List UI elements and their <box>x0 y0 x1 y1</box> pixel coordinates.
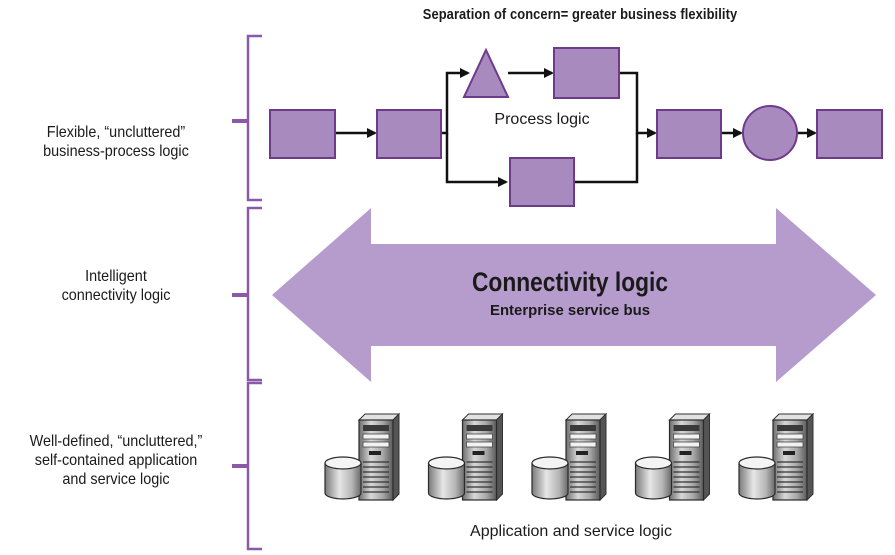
database-cylinder-icon <box>324 456 362 500</box>
process-layer-bracket <box>246 34 262 202</box>
connectivity-layer-label-line-2: connectivity logic <box>61 287 171 304</box>
server-tower-icon <box>771 412 815 502</box>
arrow-icon <box>441 68 470 135</box>
process-shapes <box>269 47 883 207</box>
bracket-ticks <box>232 119 248 468</box>
database-cylinder-icon <box>531 456 569 500</box>
connector-line <box>574 133 639 184</box>
connectivity-layer-label-line-1: Intelligent <box>85 268 147 285</box>
process-layer-label-line-2: business-process logic <box>43 143 189 160</box>
server-node <box>427 412 504 502</box>
process-box-icon <box>509 157 575 207</box>
arrow-icon <box>445 133 508 187</box>
process-box-icon <box>269 109 336 159</box>
process-box-icon <box>656 109 722 159</box>
server-tower-icon <box>668 412 711 502</box>
enterprise-service-bus-label: Enterprise service bus <box>490 302 650 319</box>
process-layer-label: Flexible, “uncluttered” business-process… <box>12 123 221 161</box>
application-servers <box>324 412 815 502</box>
process-box-icon <box>553 47 620 99</box>
server-tower-icon <box>564 412 608 502</box>
triangle-icon <box>462 47 510 98</box>
database-cylinder-icon <box>634 456 673 500</box>
server-node <box>738 412 815 502</box>
server-node <box>324 412 401 502</box>
database-cylinder-icon <box>427 456 466 500</box>
circle-icon <box>742 105 798 161</box>
connectivity-layer-label: Intelligent connectivity logic <box>12 267 221 305</box>
application-layer-label-line-2: self-contained application <box>34 452 198 469</box>
application-layer-bracket <box>246 381 262 551</box>
application-layer-label-line-3: and service logic <box>62 471 170 488</box>
application-layer-label: Well-defined, “uncluttered,” self-contai… <box>12 432 221 489</box>
server-node <box>634 412 711 502</box>
application-logic-caption: Application and service logic <box>470 523 672 540</box>
connectivity-logic-title: Connectivity logic <box>472 267 668 297</box>
connectivity-double-arrow <box>272 208 876 382</box>
process-box-icon <box>816 109 883 159</box>
server-tower-icon <box>357 412 401 502</box>
server-node <box>531 412 608 502</box>
process-connectors <box>335 68 817 187</box>
process-layer-label-line-1: Flexible, “uncluttered” <box>46 124 186 141</box>
process-logic-caption: Process logic <box>494 111 589 128</box>
diagram-title: Separation of concern= greater business … <box>422 6 738 23</box>
arrow-icon <box>619 71 657 138</box>
process-box-icon <box>376 109 442 159</box>
server-tower-icon <box>461 412 504 502</box>
connectivity-layer-bracket <box>246 206 262 382</box>
application-layer-label-line-1: Well-defined, “uncluttered,” <box>29 433 203 450</box>
layer-brackets <box>246 34 262 551</box>
database-cylinder-icon <box>738 456 776 500</box>
